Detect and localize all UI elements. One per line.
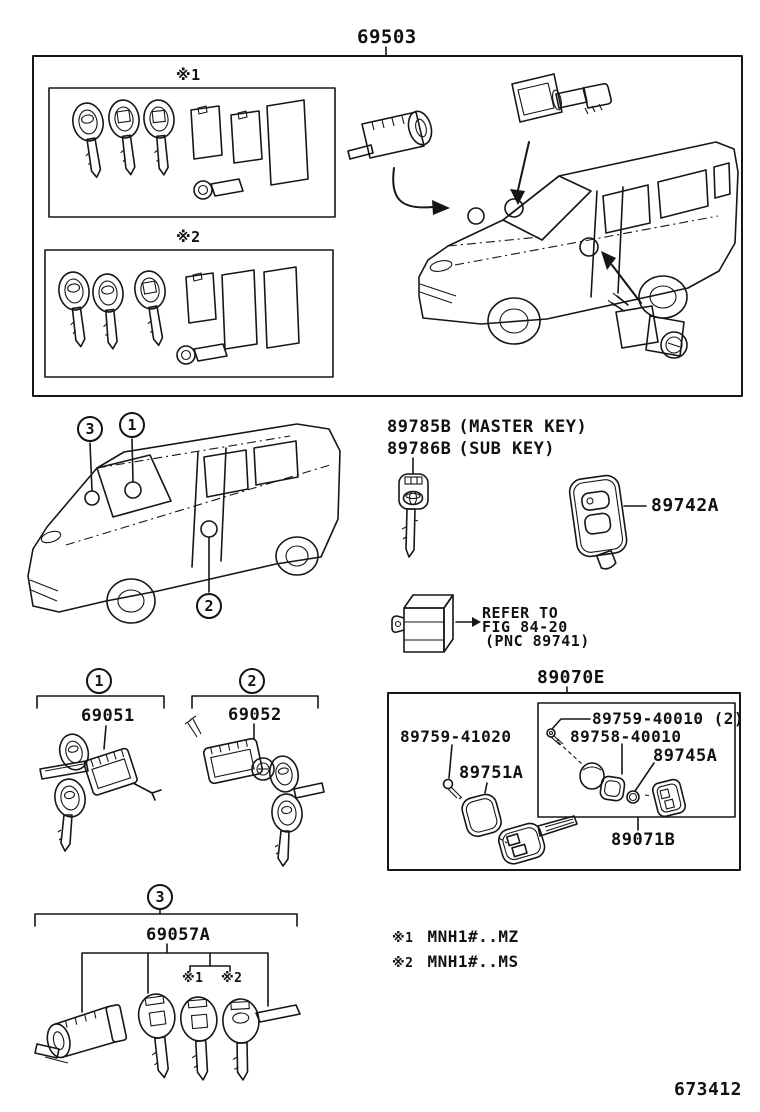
- applicability-2-marker: ※2: [392, 956, 414, 971]
- assembly-part-number: 69503: [357, 26, 417, 48]
- set3-part-number: 69057A: [146, 925, 211, 945]
- refer-note-line1: REFER TO: [482, 604, 559, 622]
- set3-callout-digit: 3: [155, 888, 165, 906]
- applicability-1-models: MNH1#..MZ: [427, 927, 519, 946]
- ignition-switch-part-drawing: [511, 73, 612, 123]
- van-callout-3-digit: 3: [85, 420, 95, 438]
- set2-bracket: [191, 695, 319, 740]
- arrow-to-hood: [392, 167, 450, 215]
- van-callout-3: 3: [77, 416, 103, 442]
- transmitter-kit-parts-drawing: [442, 728, 687, 865]
- refer-note-line2: FIG 84-20: [482, 618, 568, 636]
- applicability-row-2: ※2 MNH1#..MS: [392, 952, 519, 971]
- master-key-number: 89785B: [387, 417, 452, 437]
- set3-bracket: [34, 909, 298, 1013]
- kit2-marker: ※2: [176, 228, 201, 246]
- kit1-contents-drawing: [69, 97, 309, 200]
- cover-number: 89751A: [459, 763, 524, 783]
- master-key-drawing: [398, 457, 429, 558]
- relay-drawing: [391, 594, 481, 653]
- figure-code: 673412: [674, 1079, 743, 1100]
- van-callout-1-digit: 1: [127, 416, 137, 434]
- set2-callout-digit: 2: [247, 672, 257, 690]
- screw-inner-number: 89759-40010 (2): [592, 709, 744, 728]
- battery-number: 89758-40010: [570, 727, 682, 746]
- transmitter-kit-box: [387, 686, 741, 871]
- ignition-cylinder-part-drawing: [347, 110, 433, 160]
- set1-callout-digit: 1: [94, 672, 104, 690]
- van-callout-1: 1: [119, 412, 145, 438]
- set2-part-number: 69052: [228, 705, 282, 725]
- sub-key-label: 89786B (SUB KEY): [387, 441, 555, 458]
- set1-callout: 1: [86, 668, 112, 694]
- assembly-box-69503: [32, 46, 743, 397]
- van-callout-2-digit: 2: [204, 597, 214, 615]
- transmitter-fob-drawing: [568, 474, 647, 570]
- refer-note: REFER TO FIG 84-20 (PNC 89741): [482, 604, 590, 650]
- arrow-to-cowl: [510, 141, 530, 205]
- van-top-illustration: [418, 141, 739, 345]
- set1-cylinder-drawing: [39, 733, 162, 852]
- set2-callout: 2: [239, 668, 265, 694]
- inner-kit-number: 89071B: [611, 830, 676, 850]
- set1-part-number: 69051: [81, 706, 135, 726]
- set3-callout: 3: [147, 884, 173, 910]
- set2-cylinder-drawing: [184, 715, 325, 867]
- screw-outer-number: 89759-41020: [400, 727, 512, 746]
- set3-parts-drawing: [34, 993, 301, 1081]
- set1-bracket: [36, 695, 165, 750]
- set3-key2-marker: ※2: [221, 971, 243, 986]
- arrow-to-door: [601, 251, 642, 304]
- master-key-label: 89785B (MASTER KEY): [387, 419, 587, 436]
- kit1-marker: ※1: [176, 66, 201, 84]
- set3-key1-marker: ※1: [182, 971, 204, 986]
- transmitter-part-number: 89742A: [651, 495, 720, 516]
- van-callout-2: 2: [196, 593, 222, 619]
- master-key-name: (MASTER KEY): [458, 417, 588, 437]
- applicability-row-1: ※1 MNH1#..MZ: [392, 927, 519, 946]
- applicability-2-models: MNH1#..MS: [427, 952, 519, 971]
- sub-key-name: (SUB KEY): [458, 439, 556, 459]
- applicability-1-marker: ※1: [392, 931, 414, 946]
- refer-note-line3: (PNC 89741): [485, 632, 590, 650]
- kit2-contents-drawing: [55, 266, 300, 365]
- door-lock-part-drawing: [607, 292, 688, 359]
- van-mid-illustration: [27, 423, 341, 624]
- transmitter-kit-number: 89070E: [537, 667, 606, 688]
- gasket-number: 89745A: [653, 746, 718, 766]
- sub-key-number: 89786B: [387, 439, 452, 459]
